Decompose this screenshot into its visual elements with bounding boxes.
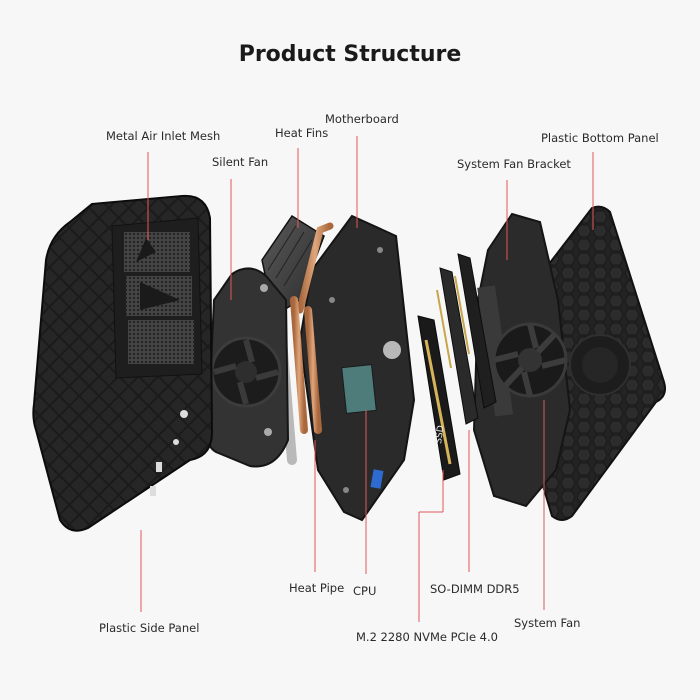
leader-lines [140, 136, 594, 622]
metal-air-inlet-mesh [124, 232, 190, 272]
label-silent-fan: Silent Fan [212, 155, 269, 169]
label-system-fan: System Fan [514, 616, 581, 630]
cpu-chip [341, 364, 377, 414]
label-m2-ssd: M.2 2280 NVMe PCIe 4.0 [356, 630, 498, 644]
case-body [32, 194, 214, 532]
ssd-label: SSD [434, 425, 446, 445]
silent-fan [206, 267, 290, 468]
system-fan [492, 322, 568, 398]
label-cpu: CPU [353, 584, 377, 598]
label-plastic-bottom-panel: Plastic Bottom Panel [541, 131, 659, 145]
label-heat-pipe: Heat Pipe [289, 581, 345, 595]
label-metal-air-inlet-mesh: Metal Air Inlet Mesh [106, 129, 221, 143]
page-title: Product Structure [238, 42, 462, 67]
m2-ssd [417, 315, 461, 481]
label-system-fan-bracket: System Fan Bracket [457, 157, 571, 171]
label-heat-fins: Heat Fins [275, 126, 329, 140]
so-dimm-modules [436, 253, 497, 425]
label-plastic-side-panel: Plastic Side Panel [99, 621, 200, 635]
label-so-dimm: SO-DIMM DDR5 [430, 582, 520, 596]
label-motherboard: Motherboard [325, 112, 399, 126]
